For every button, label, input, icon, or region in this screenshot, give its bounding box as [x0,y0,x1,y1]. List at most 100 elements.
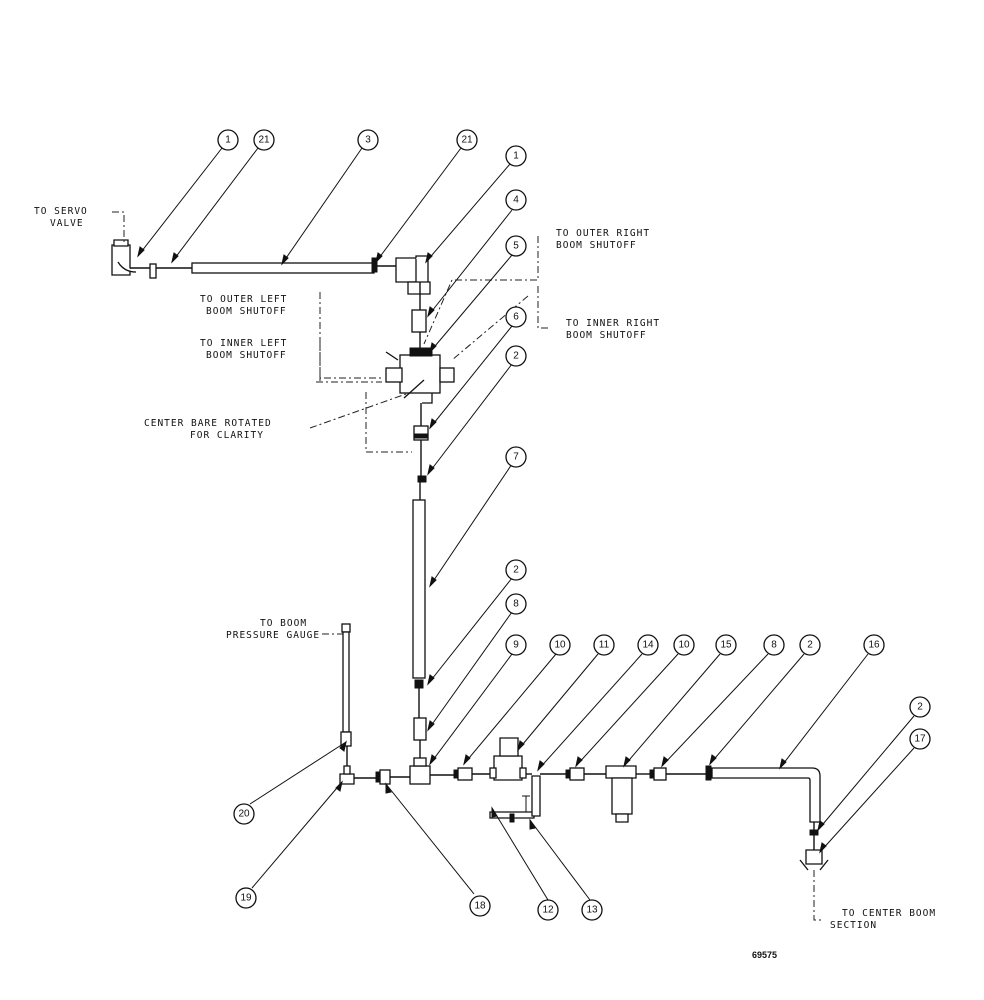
svg-text:2: 2 [513,565,519,576]
fitting-10-left [453,767,473,781]
svg-text:VALVE: VALVE [50,218,84,229]
svg-text:20: 20 [238,809,250,820]
note-to-boom-pressure-gauge: TO BOOM PRESSURE GAUGE [226,618,319,641]
top-right-elbow [395,255,431,295]
svg-text:18: 18 [474,901,486,912]
svg-text:16: 16 [868,640,880,651]
svg-text:FOR CLARITY: FOR CLARITY [190,430,264,441]
callout-5: 5 [505,235,527,257]
svg-text:11: 11 [599,640,610,651]
note-to-outer-left-boom-shutoff: TO OUTER LEFT BOOM SHUTOFF [200,294,287,317]
note-to-servo-valve: TO SERVO VALVE [34,206,88,229]
callout-21-left: 21 [253,129,275,151]
callout-9: 9 [505,634,527,656]
hose-clamp-top-left [149,263,157,279]
callout-2-right: 2 [799,634,821,656]
manifold-outlet-fitting [413,425,429,441]
callout-14: 14 [637,634,659,656]
callout-1-top-left: 1 [217,129,239,151]
leader-lines [137,147,915,901]
fitting-10-right [565,767,585,781]
callout-18: 18 [469,895,491,917]
arrowheads [137,246,827,854]
svg-text:BOOM SHUTOFF: BOOM SHUTOFF [566,330,647,341]
fitting-18 [375,769,391,785]
svg-text:TO OUTER LEFT: TO OUTER LEFT [200,294,287,305]
figure-number: 69575 [752,950,777,960]
svg-text:8: 8 [513,599,519,610]
svg-text:69575: 69575 [752,950,777,960]
tee-fitting-19 [339,765,355,785]
svg-text:BOOM SHUTOFF: BOOM SHUTOFF [206,306,287,317]
gauge-hose [340,623,352,747]
strainer-15 [605,765,637,823]
svg-text:TO INNER LEFT: TO INNER LEFT [200,338,287,349]
vertical-hose [412,499,426,679]
note-center-bare-rotated: CENTER BARE ROTATED FOR CLARITY [144,418,271,441]
callout-8-right: 8 [763,634,785,656]
svg-text:4: 4 [513,195,519,206]
note-to-inner-left-boom-shutoff: TO INNER LEFT BOOM SHUTOFF [200,338,287,361]
callout-2-middle: 2 [505,559,527,581]
svg-text:SECTION: SECTION [830,920,877,931]
callout-19: 19 [235,887,257,909]
bracket-13 [531,775,541,817]
callout-11: 11 [593,634,615,656]
bracket-12 [489,795,535,823]
hose-clamp-top-right [371,257,378,273]
svg-text:10: 10 [678,640,690,651]
callout-12: 12 [537,899,559,921]
hose-16 [711,767,821,823]
clamp-bottom-of-hose [414,679,424,689]
clamp-2-right [705,765,712,781]
svg-text:13: 13 [586,905,598,916]
callout-10-left: 10 [549,634,571,656]
note-to-center-boom-section: TO CENTER BOOM SECTION [830,908,936,931]
callout-1-right: 1 [505,145,527,167]
svg-text:5: 5 [513,241,519,252]
note-to-outer-right-boom-shutoff: TO OUTER RIGHT BOOM SHUTOFF [556,228,650,251]
svg-text:2: 2 [807,640,813,651]
svg-text:BOOM SHUTOFF: BOOM SHUTOFF [556,240,637,251]
svg-text:TO INNER RIGHT: TO INNER RIGHT [566,318,660,329]
vertical-fitting-8 [413,717,427,741]
svg-text:8: 8 [771,640,777,651]
clamp-below-manifold [417,475,427,483]
callout-15: 15 [715,634,737,656]
note-to-inner-right-boom-shutoff: TO INNER RIGHT BOOM SHUTOFF [566,318,660,341]
svg-text:3: 3 [365,135,371,146]
svg-text:2: 2 [513,351,519,362]
svg-text:TO CENTER BOOM: TO CENTER BOOM [842,908,936,919]
callout-8-vertical: 8 [505,593,527,615]
callout-7: 7 [505,446,527,468]
svg-text:TO BOOM: TO BOOM [260,618,307,629]
svg-text:21: 21 [461,135,473,146]
svg-text:1: 1 [513,151,519,162]
svg-text:14: 14 [642,640,654,651]
callout-2-lower-right: 2 [909,696,931,718]
svg-text:2: 2 [917,702,923,713]
svg-text:9: 9 [513,640,519,651]
callout-4: 4 [505,189,527,211]
svg-text:21: 21 [258,135,270,146]
callout-2-upper: 2 [505,345,527,367]
callout-16: 16 [863,634,885,656]
svg-text:17: 17 [914,734,926,745]
manifold-body [385,347,455,404]
callout-17: 17 [909,728,931,750]
callout-21-right: 21 [456,129,478,151]
svg-text:12: 12 [542,905,554,916]
clamp-2-bottom [809,829,819,836]
fitting-4 [411,309,427,333]
callout-10-right: 10 [673,634,695,656]
callout-3: 3 [357,129,379,151]
callout-20: 20 [233,803,255,825]
svg-text:7: 7 [513,452,519,463]
svg-text:TO OUTER RIGHT: TO OUTER RIGHT [556,228,650,239]
svg-text:6: 6 [513,312,519,323]
callout-6: 6 [505,306,527,328]
callout-13: 13 [581,899,603,921]
svg-text:TO SERVO: TO SERVO [34,206,88,217]
